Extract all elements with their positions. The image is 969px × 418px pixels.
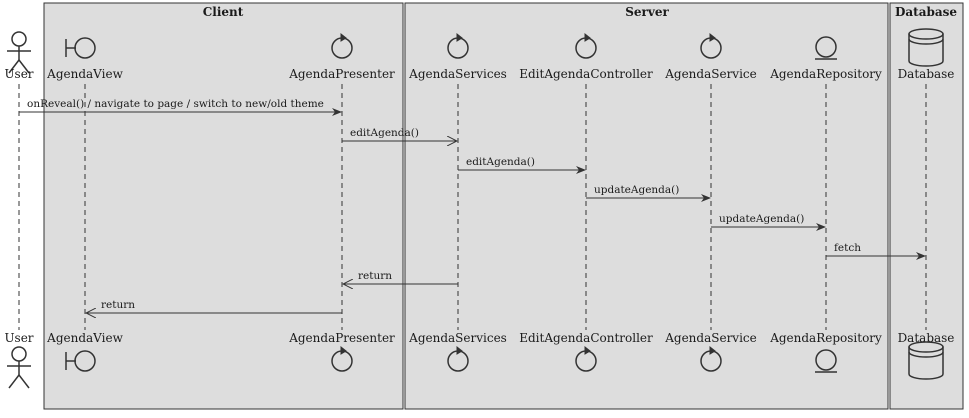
message-3: editAgenda() <box>458 156 586 174</box>
message-label: return <box>101 299 135 311</box>
message-label: editAgenda() <box>466 156 535 168</box>
database-label-bottom: Database <box>898 331 955 345</box>
agenda-view-label-bottom: AgendaView <box>46 331 123 345</box>
box-server: Server <box>404 2 889 410</box>
agenda-repository-entity-icon <box>815 36 837 60</box>
agenda-service-control-icon <box>700 32 722 59</box>
edit-agenda-controller-control-icon <box>575 345 597 372</box>
message-label: editAgenda() <box>350 127 419 139</box>
edit-agenda-controller-label-top: EditAgendaController <box>519 67 653 81</box>
agenda-repository-label-bottom: AgendaRepository <box>769 331 882 345</box>
agenda-presenter-control-icon <box>331 345 353 372</box>
message-1: onReveal() / navigate to page / switch t… <box>19 98 342 116</box>
box-client: Client <box>43 2 404 410</box>
agenda-repository-entity-icon <box>815 349 837 373</box>
message-label: return <box>358 270 392 282</box>
user-actor-icon <box>7 346 31 389</box>
user-actor-icon <box>7 31 31 74</box>
message-5: updateAgenda() <box>711 213 826 231</box>
message-4: updateAgenda() <box>586 184 711 202</box>
message-6: fetch <box>826 242 926 260</box>
agenda-service-label-bottom: AgendaService <box>664 331 757 345</box>
edit-agenda-controller-label-bottom: EditAgendaController <box>519 331 653 345</box>
agenda-presenter-label-bottom: AgendaPresenter <box>288 331 395 345</box>
user-label-bottom: User <box>4 331 33 345</box>
message-label: updateAgenda() <box>719 213 804 225</box>
edit-agenda-controller-control-icon <box>575 32 597 59</box>
agenda-services-label-bottom: AgendaServices <box>408 331 507 345</box>
user-label-top: User <box>4 67 33 81</box>
database-database-icon <box>908 28 944 67</box>
message-label: onReveal() / navigate to page / switch t… <box>27 98 324 110</box>
agenda-presenter-label-top: AgendaPresenter <box>288 67 395 81</box>
message-8: return <box>86 299 342 313</box>
database-label-top: Database <box>898 67 955 81</box>
agenda-view-boundary-icon <box>65 350 96 372</box>
box-title-client: Client <box>203 5 244 19</box>
agenda-services-label-top: AgendaServices <box>408 67 507 81</box>
agenda-services-control-icon <box>447 345 469 372</box>
agenda-services-control-icon <box>447 32 469 59</box>
agenda-presenter-control-icon <box>331 32 353 59</box>
agenda-service-control-icon <box>700 345 722 372</box>
message-label: updateAgenda() <box>594 184 679 196</box>
agenda-repository-label-top: AgendaRepository <box>769 67 882 81</box>
message-2: editAgenda() <box>342 127 457 141</box>
message-7: return <box>343 270 458 284</box>
agenda-view-label-top: AgendaView <box>46 67 123 81</box>
database-database-icon <box>908 341 944 380</box>
message-label: fetch <box>834 242 861 254</box>
agenda-view-boundary-icon <box>65 37 96 59</box>
box-title-server: Server <box>625 5 669 19</box>
agenda-service-label-top: AgendaService <box>664 67 757 81</box>
box-title-database: Database <box>895 5 957 19</box>
